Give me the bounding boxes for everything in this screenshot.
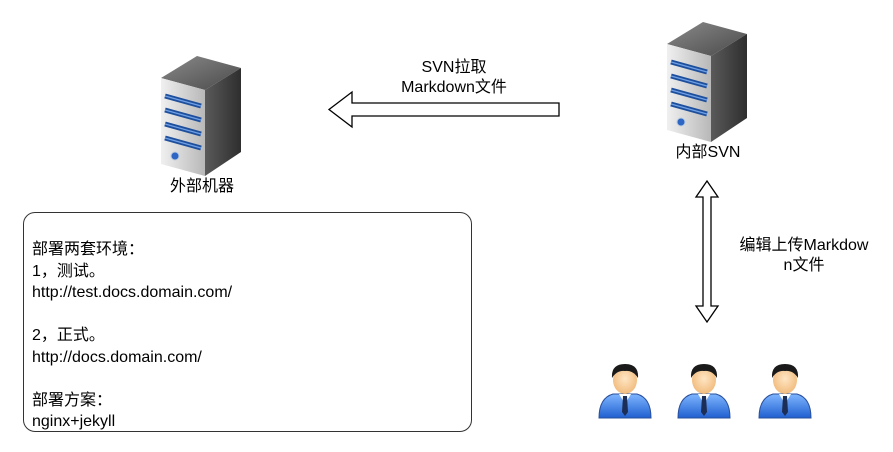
user-icon bbox=[677, 363, 731, 419]
edit-label-line2: n文件 bbox=[783, 257, 825, 274]
note-line: 1，测试。 bbox=[32, 262, 105, 280]
internal-svn-server-icon bbox=[667, 22, 747, 142]
edit-double-arrow bbox=[694, 179, 720, 324]
edit-label-line1: 编辑上传Markdow bbox=[739, 237, 869, 254]
user-icon bbox=[598, 363, 652, 419]
note-line: http://test.docs.domain.com/ bbox=[32, 284, 233, 301]
note-line: 2，正式。 bbox=[32, 327, 105, 344]
note-line: 部署两套环境： bbox=[32, 241, 145, 258]
internal-svn-label: 内部SVN bbox=[675, 144, 741, 161]
pull-label-line2: Markdown文件 bbox=[401, 79, 507, 96]
external-machine-label: 外部机器 bbox=[169, 178, 234, 195]
pull-label-line1: SVN拉取 bbox=[421, 59, 487, 76]
note-line bbox=[32, 304, 471, 326]
pull-arrow bbox=[327, 90, 560, 129]
note-line bbox=[32, 368, 471, 390]
note-line: nginx+jekyll bbox=[32, 413, 116, 430]
note-line: http://docs.domain.com/ bbox=[32, 348, 202, 366]
user-icon bbox=[758, 363, 812, 419]
note-line: 部署方案： bbox=[32, 391, 113, 409]
external-machine-server-icon bbox=[161, 56, 241, 176]
deployment-note-box: 部署两套环境： 1，测试。 http://test.docs.domain.co… bbox=[23, 212, 472, 432]
